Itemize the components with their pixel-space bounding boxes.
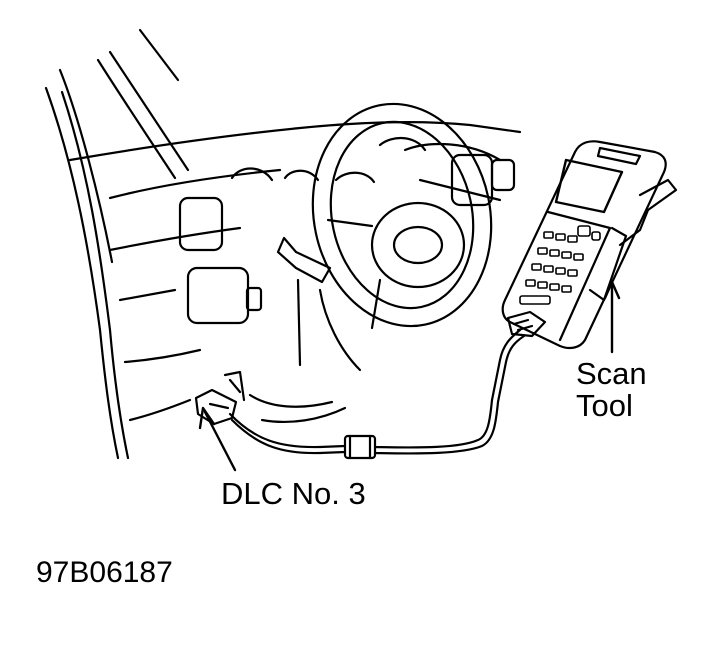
figure-id: 97B06187	[36, 556, 173, 589]
dlc-label: DLC No. 3	[221, 476, 366, 511]
scan-tool-label-line1: Scan	[576, 356, 647, 391]
steering-wheel	[311, 102, 493, 330]
steering-column	[228, 236, 362, 423]
scan-tool-cable	[228, 328, 526, 460]
dashboard-outline	[68, 121, 522, 422]
scan-tool-keypad	[519, 225, 601, 305]
dlc-arrowhead	[198, 406, 216, 430]
scan-tool-device	[501, 140, 678, 350]
leader-arrows	[198, 280, 621, 472]
dlc-leader-line	[203, 410, 237, 472]
scan-tool-arrowhead	[603, 280, 621, 300]
instrument-cluster	[230, 137, 427, 184]
air-vent-left	[178, 196, 263, 325]
dlc-connector	[194, 370, 246, 426]
windshield-pillar	[44, 28, 190, 460]
scan-tool-label-line2: Tool	[576, 388, 633, 423]
scan-tool-label: Scan Tool	[576, 358, 647, 422]
